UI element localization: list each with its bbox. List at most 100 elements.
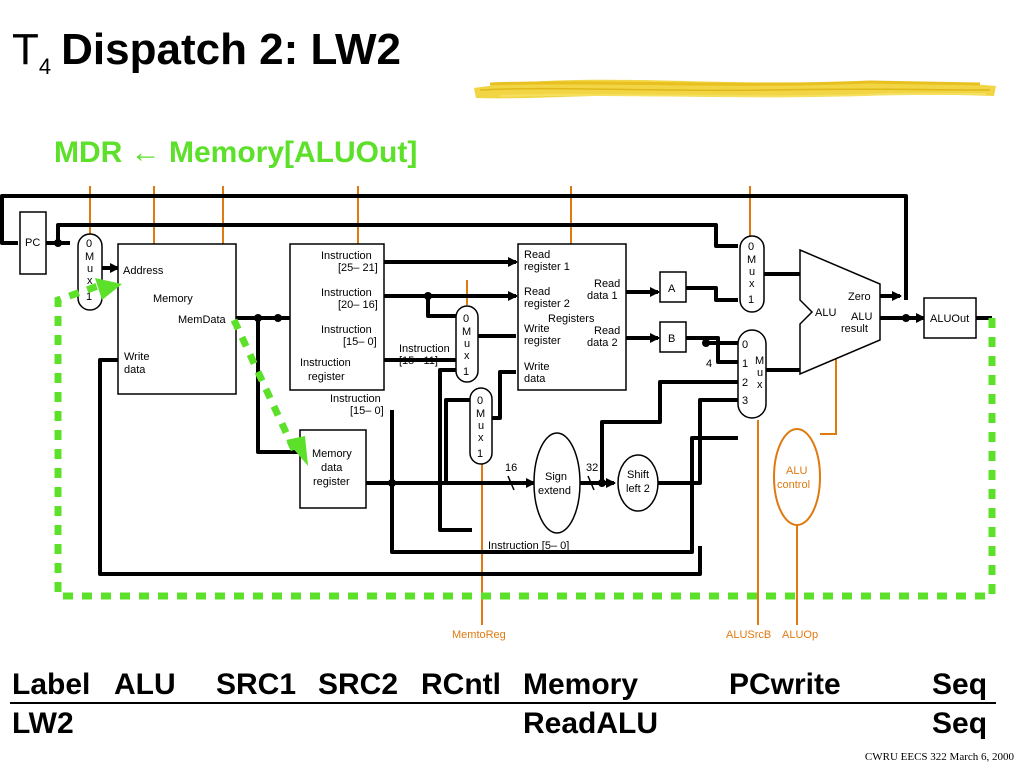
memory-data-register	[299, 429, 367, 509]
col-header-src2: SRC2	[318, 668, 399, 701]
mux-iord-x: x	[87, 275, 93, 287]
ir-reg-label-1: Instruction	[300, 357, 351, 369]
mux-memtoreg-u: u	[478, 420, 484, 432]
regs-rr2a: Read	[524, 286, 550, 298]
alu-control	[773, 428, 821, 526]
mux-alusrcb-3: 3	[742, 395, 748, 407]
instr-5-0: Instruction [5– 0]	[488, 540, 569, 552]
ir-instr-3: Instruction	[321, 324, 372, 336]
mux-alusrca-1: 1	[748, 294, 754, 306]
sign-extend-1: Sign	[545, 471, 567, 483]
mux-alusrca	[739, 235, 765, 313]
rtl-subtitle: MDR ← Memory[ALUOut]	[54, 136, 418, 169]
mux-iord	[77, 233, 103, 311]
bits-32: 32	[586, 462, 598, 474]
alu	[799, 248, 881, 376]
mux-alusrcb-2: 2	[742, 377, 748, 389]
regs-rd1b: data 1	[587, 290, 618, 302]
memory-writedata-label: data	[124, 364, 146, 376]
regs-rr1a: Read	[524, 249, 550, 261]
regs-wra: Write	[524, 323, 549, 335]
alu-zero: Zero	[848, 291, 871, 303]
mux-iord-0: 0	[86, 238, 92, 250]
alu-label: ALU	[815, 307, 836, 319]
row-label: LW2	[12, 707, 74, 740]
constant-four: 4	[706, 358, 712, 370]
instruction-register	[289, 243, 385, 391]
alu-control-2: control	[777, 479, 810, 491]
sign-extend-2: extend	[538, 485, 571, 497]
col-header-src1: SRC1	[216, 668, 297, 701]
col-header-seq: Seq	[932, 668, 988, 701]
mdr-l1: Memory	[312, 448, 352, 460]
aluout-label: ALUOut	[930, 313, 969, 325]
mux-alusrcb-m: M	[755, 355, 764, 367]
ir-instr-2: Instruction	[321, 287, 372, 299]
regs-rr2b: register 2	[524, 298, 570, 310]
sign-extend	[533, 432, 581, 534]
aluop-label: ALUOp	[782, 629, 818, 641]
alu-result-1: ALU	[851, 311, 872, 323]
shift-left-2	[617, 454, 659, 512]
memtoreg-label: MemtoReg	[452, 629, 506, 641]
mux-memtoreg-0: 0	[477, 395, 483, 407]
bits-16: 16	[505, 462, 517, 474]
pc-register	[19, 211, 47, 275]
mux-iord-1: 1	[86, 291, 92, 303]
ir-below-2: [15– 0]	[350, 405, 384, 417]
mux-alusrca-u: u	[749, 266, 755, 278]
alu-control-1: ALU	[786, 465, 807, 477]
table-header-rule	[10, 702, 996, 704]
b-register	[659, 321, 687, 353]
ir-reg-label-2: register	[308, 371, 345, 383]
mux-regdst-x: x	[464, 350, 470, 362]
mux-alusrcb-x: x	[757, 379, 763, 391]
row-seq: Seq	[932, 707, 988, 740]
memory-memdata-label: MemData	[178, 314, 227, 326]
mdr-l2: data	[321, 462, 343, 474]
ir-field-25-21: [25– 21]	[338, 262, 378, 274]
regs-wdb: data	[524, 373, 546, 385]
regs-rd2b: data 2	[587, 337, 618, 349]
ir-below-1: Instruction	[330, 393, 381, 405]
memory-unit	[117, 243, 237, 395]
mux-regdst-u: u	[464, 338, 470, 350]
mux-iord-u: u	[87, 263, 93, 275]
register-file	[517, 243, 627, 391]
mux-alusrcb	[737, 329, 767, 419]
alusrcb-label: ALUSrcB	[726, 629, 771, 641]
row-memory: ReadALU	[523, 707, 659, 740]
regs-rd1a: Read	[594, 278, 620, 290]
alu-result-2: result	[841, 323, 868, 335]
mux-alusrcb-1: 1	[742, 358, 748, 370]
title-state: T4	[12, 25, 52, 79]
mux-alusrcb-0: 0	[742, 339, 748, 351]
mdr-l3: register	[313, 476, 350, 488]
mux-regdst	[455, 305, 479, 383]
mux-alusrcb-u: u	[757, 367, 763, 379]
mux-regdst-1: 1	[463, 366, 469, 378]
a-register	[659, 271, 687, 303]
shift-1: Shift	[627, 469, 649, 481]
mux-alusrca-x: x	[749, 278, 755, 290]
col-header-pcwrite: PCwrite	[729, 668, 841, 701]
mux-memtoreg	[469, 387, 493, 465]
shift-2: left 2	[626, 483, 650, 495]
pc-label: PC	[25, 237, 40, 249]
col-header-label: Label	[12, 668, 91, 701]
ir-mid-2: [15– 11]	[399, 355, 438, 367]
mux-iord-m: M	[85, 251, 94, 263]
b-label: B	[668, 333, 675, 345]
mux-memtoreg-1: 1	[477, 448, 483, 460]
mux-regdst-m: M	[462, 326, 471, 338]
mux-alusrca-0: 0	[748, 241, 754, 253]
mux-memtoreg-x: x	[478, 432, 484, 444]
memory-write-label: Write	[124, 351, 149, 363]
col-header-rcntl: RCntl	[421, 668, 501, 701]
ir-instr-1: Instruction	[321, 250, 372, 262]
active-path	[54, 282, 996, 600]
mux-memtoreg-m: M	[476, 408, 485, 420]
ir-field-15-0: [15– 0]	[343, 336, 377, 348]
